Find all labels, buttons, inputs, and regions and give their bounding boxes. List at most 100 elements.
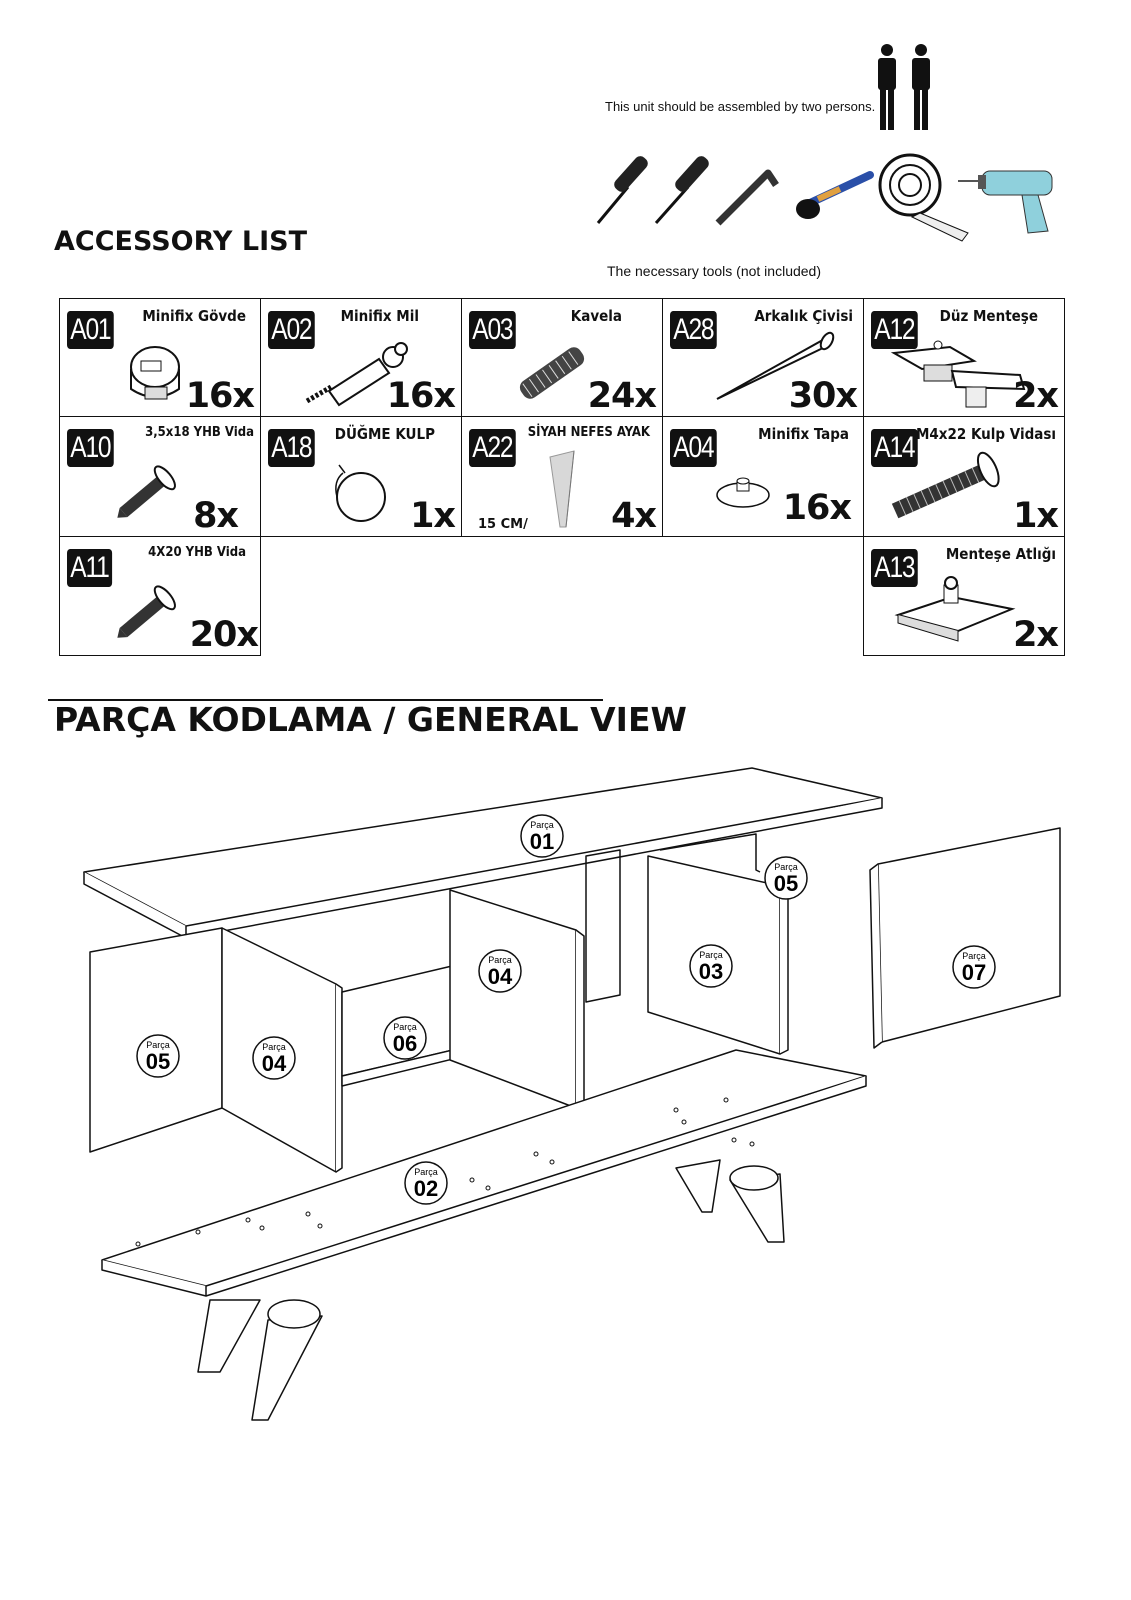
svg-text:05: 05 bbox=[146, 1049, 170, 1074]
general-view-title: PARÇA KODLAMA / GENERAL VIEW bbox=[54, 700, 687, 739]
accessory-qty: 1x bbox=[410, 496, 456, 536]
svg-text:Parça: Parça bbox=[262, 1042, 286, 1052]
accessory-name: 4X20 YHB Vida bbox=[148, 545, 246, 560]
screwdriver-icon bbox=[654, 156, 709, 224]
minifix-body-icon bbox=[130, 346, 180, 400]
accessory-qty: 16x bbox=[782, 488, 852, 528]
svg-text:03: 03 bbox=[699, 959, 723, 984]
tape-icon bbox=[878, 153, 969, 242]
accessory-code: A10 bbox=[67, 429, 114, 467]
svg-text:07: 07 bbox=[962, 960, 986, 985]
accessory-name: 3,5x18 YHB Vida bbox=[145, 425, 254, 440]
svg-text:06: 06 bbox=[393, 1031, 417, 1056]
accessory-qty: 2x bbox=[1013, 615, 1059, 655]
accessory-name: Minifix Mil bbox=[340, 307, 419, 325]
svg-text:Parça: Parça bbox=[774, 862, 798, 872]
part-badge-03: Parça 03 bbox=[689, 944, 733, 988]
accessory-a22: A22 SİYAH NEFES AYAK 15 CM/ 4x bbox=[461, 416, 663, 537]
accessory-a14: A14 M4x22 Kulp Vidası 1x bbox=[863, 416, 1065, 537]
accessory-a04: A04 Minifix Tapa 16x bbox=[662, 416, 864, 537]
accessory-qty: 20x bbox=[189, 615, 259, 655]
accessory-name: SİYAH NEFES AYAK bbox=[527, 425, 650, 440]
svg-text:Parça: Parça bbox=[488, 955, 512, 965]
leg-front bbox=[251, 1315, 323, 1421]
two-persons-icon bbox=[878, 44, 930, 130]
panel-04-mid bbox=[449, 889, 577, 1109]
allen-key-icon bbox=[715, 169, 779, 226]
accessory-a10: A10 3,5x18 YHB Vida 8x bbox=[59, 416, 261, 537]
leg-icon bbox=[549, 450, 575, 528]
svg-text:Parça: Parça bbox=[962, 951, 986, 961]
accessory-list-title: ACCESSORY LIST bbox=[54, 226, 307, 257]
accessory-code: A18 bbox=[268, 429, 315, 467]
accessory-qty: 4x bbox=[611, 496, 657, 536]
svg-text:05: 05 bbox=[774, 871, 798, 896]
accessory-code: A11 bbox=[67, 549, 112, 587]
part-badge-04-mid: Parça 04 bbox=[478, 949, 522, 993]
tools-note: The necessary tools (not included) bbox=[607, 263, 821, 279]
exploded-view-diagram bbox=[83, 767, 1061, 1421]
accessory-qty: 2x bbox=[1013, 376, 1059, 416]
hammer-icon bbox=[796, 171, 874, 219]
hinge-icon bbox=[890, 340, 1026, 408]
accessory-code: A22 bbox=[469, 429, 516, 467]
leg-front-left bbox=[197, 1299, 261, 1373]
cap-icon bbox=[716, 477, 770, 508]
svg-text:Parça: Parça bbox=[393, 1022, 417, 1032]
accessory-code: A28 bbox=[670, 311, 717, 349]
section-rule bbox=[48, 699, 603, 701]
accessory-code: A12 bbox=[871, 311, 918, 349]
screw-icon bbox=[117, 465, 176, 518]
accessory-a11: A11 4X20 YHB Vida 20x bbox=[59, 536, 261, 656]
accessory-name: Arkalık Çivisi bbox=[754, 307, 853, 325]
accessory-code: A14 bbox=[871, 429, 918, 467]
accessory-qty: 1x bbox=[1013, 496, 1059, 536]
accessory-name: Minifix Tapa bbox=[758, 425, 849, 443]
dowel-holes bbox=[135, 1097, 755, 1247]
accessory-a01: A01 Minifix Gövde 16x bbox=[59, 298, 261, 417]
accessory-note: 15 CM/ bbox=[478, 517, 528, 532]
accessory-a28: A28 Arkalık Çivisi 30x bbox=[662, 298, 864, 417]
knob-icon bbox=[335, 464, 386, 522]
screwdriver-icon bbox=[596, 156, 648, 224]
accessory-qty: 8x bbox=[193, 496, 239, 536]
accessory-name: Kavela bbox=[570, 307, 622, 325]
leg-back-left bbox=[675, 1159, 721, 1213]
svg-text:Parça: Parça bbox=[530, 820, 554, 830]
persons-note: This unit should be assembled by two per… bbox=[605, 99, 876, 114]
accessory-name: Minifix Gövde bbox=[142, 307, 246, 325]
hinge-plate-icon bbox=[894, 576, 1016, 642]
accessory-name: M4x22 Kulp Vidası bbox=[915, 425, 1056, 443]
accessory-code: A04 bbox=[670, 429, 717, 467]
panel-07 bbox=[877, 827, 1061, 1043]
svg-text:04: 04 bbox=[262, 1051, 287, 1076]
part-badge-05-left: Parça 05 bbox=[136, 1034, 180, 1078]
accessory-a18: A18 DÜĞME KULP 1x bbox=[260, 416, 462, 537]
part-badge-05-right: Parça 05 bbox=[764, 856, 808, 900]
svg-text:Parça: Parça bbox=[414, 1167, 438, 1177]
screw-icon bbox=[117, 585, 176, 638]
accessory-qty: 16x bbox=[386, 376, 456, 416]
part-badge-02: Parça 02 bbox=[404, 1161, 448, 1205]
accessory-a13: A13 Menteşe Atlığı 2x bbox=[863, 536, 1065, 656]
svg-text:01: 01 bbox=[530, 829, 554, 854]
accessory-a03: A03 Kavela 24x bbox=[461, 298, 663, 417]
tools-row bbox=[596, 153, 1053, 242]
accessory-code: A02 bbox=[268, 311, 315, 349]
nail-icon bbox=[716, 331, 835, 400]
accessory-qty: 30x bbox=[788, 376, 858, 416]
accessory-a12: A12 Düz Menteşe 2x bbox=[863, 298, 1065, 417]
part-badge-06: Parça 06 bbox=[383, 1016, 427, 1060]
svg-text:02: 02 bbox=[414, 1176, 438, 1201]
bolt-icon bbox=[891, 451, 1000, 519]
svg-text:Parça: Parça bbox=[146, 1040, 170, 1050]
dowel-icon bbox=[519, 347, 585, 399]
accessory-qty: 16x bbox=[185, 376, 255, 416]
accessory-name: DÜĞME KULP bbox=[334, 425, 435, 443]
svg-text:Parça: Parça bbox=[699, 950, 723, 960]
accessory-qty: 24x bbox=[587, 376, 657, 416]
accessory-a02: A02 Minifix Mil 16x bbox=[260, 298, 462, 417]
accessory-code: A03 bbox=[469, 311, 516, 349]
accessory-name: Düz Menteşe bbox=[939, 307, 1038, 325]
minifix-pin-icon bbox=[305, 342, 408, 407]
